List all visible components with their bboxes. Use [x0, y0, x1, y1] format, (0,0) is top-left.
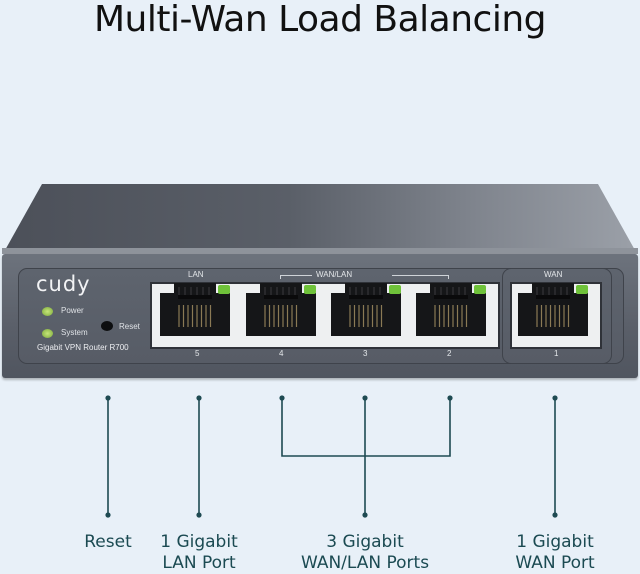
brand-logo: cudy [36, 272, 91, 296]
port-number-2: 2 [447, 349, 452, 358]
wan-lan-bracket-right [392, 275, 449, 276]
leader-dot [105, 512, 111, 518]
wan-group-label: WAN [544, 270, 563, 279]
ethernet-port-3[interactable] [330, 282, 402, 337]
ethernet-port-2[interactable] [415, 282, 487, 337]
system-led-icon [42, 329, 53, 338]
port-number-1: 1 [554, 349, 559, 358]
power-led-icon [42, 307, 53, 316]
router-top-surface [2, 184, 638, 254]
callout-line1: 1 Gigabit [516, 532, 594, 552]
callout-line1: 3 Gigabit [326, 532, 404, 552]
reset-button[interactable] [101, 321, 113, 331]
callout-line2: LAN Port [162, 553, 236, 573]
port-number-5: 5 [195, 349, 200, 358]
callout-line1: 1 Gigabit [160, 532, 238, 552]
ethernet-port-icon [330, 282, 402, 337]
leader-dot [447, 395, 453, 401]
system-led-label: System [61, 328, 88, 337]
power-led-label: Power [61, 306, 84, 315]
ethernet-port-icon [517, 282, 589, 337]
leader-dot [552, 395, 558, 401]
ethernet-port-4[interactable] [245, 282, 317, 337]
leader-dot [196, 512, 202, 518]
port-number-3: 3 [363, 349, 368, 358]
wan-lan-group-label: WAN/LAN [316, 270, 353, 279]
leader-dot [362, 395, 368, 401]
callout-leader-lines [105, 395, 558, 518]
wan-lan-bracket [281, 398, 451, 457]
leader-dot [196, 395, 202, 401]
wan-lan-bracket-left [280, 275, 312, 276]
callout-line2: WAN Port [515, 553, 595, 573]
leader-dot [105, 395, 111, 401]
wan-lan-bracket-right-tick [448, 275, 449, 279]
callout-line1: Reset [84, 532, 132, 552]
lan-group-label: LAN [188, 270, 204, 279]
callout-wan-port: 1 Gigabit WAN Port [495, 532, 615, 574]
ethernet-port-icon [159, 282, 231, 337]
ethernet-port-icon [245, 282, 317, 337]
reset-label: Reset [119, 322, 140, 331]
callout-wan-lan-ports: 3 Gigabit WAN/LAN Ports [285, 532, 445, 574]
callout-lan-port: 1 Gigabit LAN Port [144, 532, 254, 574]
callout-reset: Reset [68, 532, 148, 553]
wan-lan-bracket-left-tick [280, 275, 281, 279]
leader-dot [552, 512, 558, 518]
wan-section-border [502, 268, 612, 364]
page-title: Multi-Wan Load Balancing [93, 0, 547, 40]
ethernet-port-5[interactable] [159, 282, 231, 337]
port-number-4: 4 [279, 349, 284, 358]
ethernet-port-icon [415, 282, 487, 337]
model-label: Gigabit VPN Router R700 [37, 343, 129, 352]
callout-line2: WAN/LAN Ports [300, 553, 430, 573]
ethernet-port-1[interactable] [517, 282, 589, 337]
leader-dot [362, 512, 368, 518]
leader-dot [279, 395, 285, 401]
